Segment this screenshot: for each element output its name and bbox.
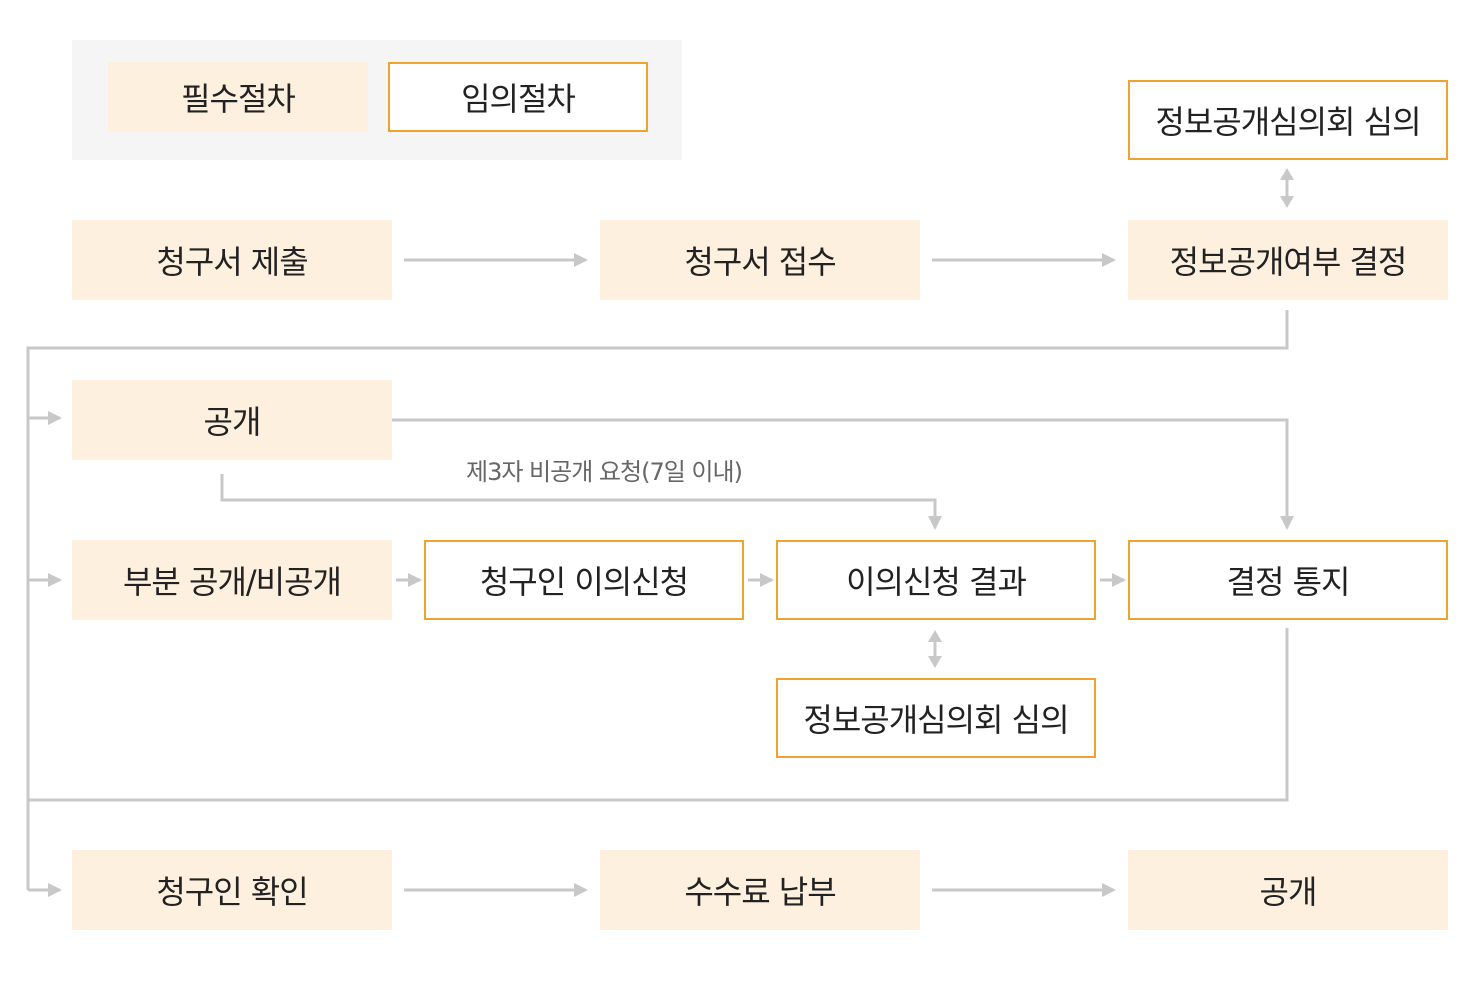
step-committee-review-bottom: 정보공개심의회 심의 bbox=[776, 678, 1096, 758]
third-party-note: 제3자 비공개 요청(7일 이내) bbox=[466, 458, 743, 486]
step-decision-notice: 결정 통지 bbox=[1128, 540, 1448, 620]
step-requester-check: 청구인 확인 bbox=[72, 850, 392, 930]
double-arrow-committee-bottom-down bbox=[928, 656, 942, 668]
step-receive-request: 청구서 접수 bbox=[600, 220, 920, 300]
step-fee-payment: 수수료 납부 bbox=[600, 850, 920, 930]
double-arrow-committee-top-down bbox=[1280, 196, 1294, 208]
double-arrow-committee-bottom-up bbox=[928, 630, 942, 642]
step-objection-filing: 청구인 이의신청 bbox=[424, 540, 744, 620]
step-disclosure-decision: 정보공개여부 결정 bbox=[1128, 220, 1448, 300]
double-arrow-committee-top-up bbox=[1280, 168, 1294, 180]
step-committee-review-top: 정보공개심의회 심의 bbox=[1128, 80, 1448, 160]
legend-optional: 임의절차 bbox=[388, 62, 648, 132]
connector-disclose-to-notice bbox=[392, 418, 1294, 530]
connector-decision-to-left-rail bbox=[26, 310, 1289, 890]
step-objection-result: 이의신청 결과 bbox=[776, 540, 1096, 620]
step-submit-request: 청구서 제출 bbox=[72, 220, 392, 300]
connector-notice-to-bottom-rail bbox=[26, 628, 1289, 890]
connector-third-party-request bbox=[220, 474, 942, 530]
step-final-disclose: 공개 bbox=[1128, 850, 1448, 930]
step-disclose: 공개 bbox=[72, 380, 392, 460]
legend-required: 필수절차 bbox=[108, 62, 368, 132]
step-partial-nondisclose: 부분 공개/비공개 bbox=[72, 540, 392, 620]
